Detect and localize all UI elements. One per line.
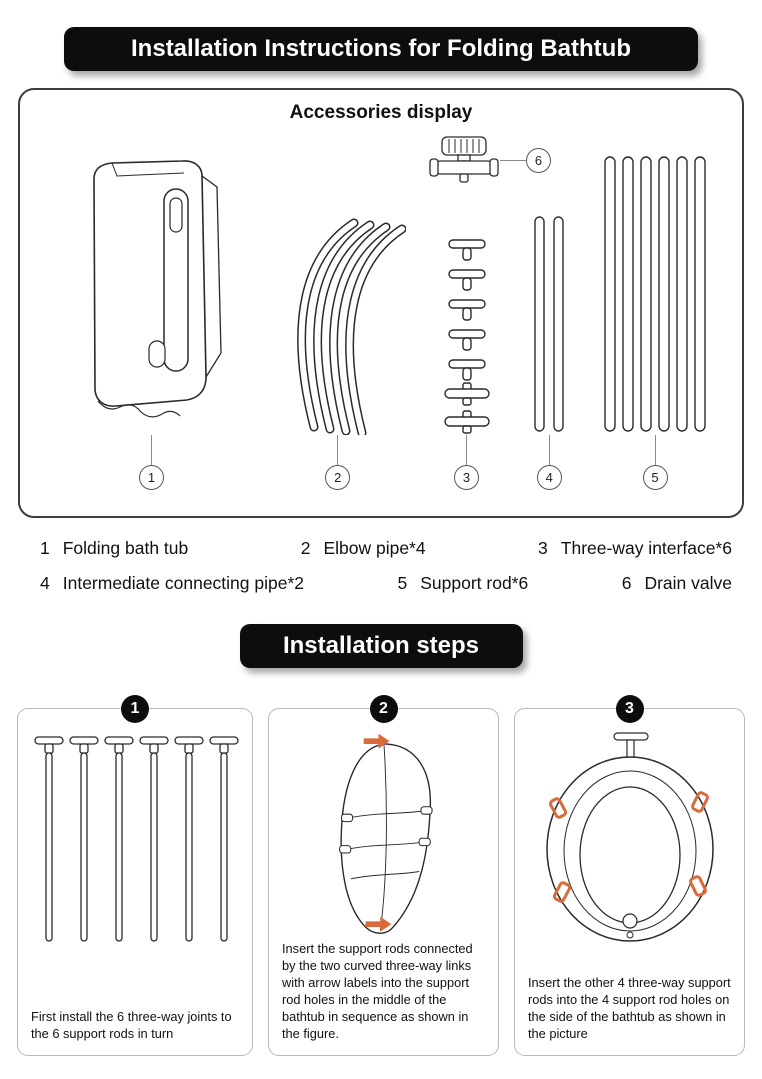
label-connector-line [151, 435, 152, 465]
accessory-three-way: 3 [437, 230, 497, 490]
accessory-drain-valve: 6 [428, 134, 551, 186]
label-connector-line [500, 159, 526, 161]
accessory-number-badge: 5 [642, 465, 668, 490]
label-connector-line [548, 435, 550, 465]
accessories-title: Accessories display [289, 102, 473, 123]
legend-item-5: 5 Support rod*6 [398, 573, 529, 594]
legend-number: 1 [40, 538, 50, 558]
elbow-pipes-diagram [296, 218, 406, 435]
legend-item-1: 1 Folding bath tub [40, 538, 188, 559]
page-title: Installation Instructions for Folding Ba… [131, 35, 631, 62]
accessory-number-badge: 3 [454, 465, 479, 490]
legend-label: Support rod*6 [420, 573, 529, 593]
legend-label: Intermediate connecting pipe*2 [62, 573, 305, 593]
legend-item-3: 3 Three-way interface*6 [538, 538, 732, 559]
label-connector-line [466, 435, 467, 465]
legend-item-2: 2 Elbow pipe*4 [301, 538, 426, 559]
installation-steps-banner: Installation steps [239, 624, 523, 668]
accessories-panel: Accessories display 1 [18, 88, 744, 518]
accessory-number-badge: 1 [139, 465, 164, 490]
accessory-bathtub: 1 [64, 155, 239, 490]
legend-item-6: 6 Drain valve [622, 573, 732, 594]
accessory-elbow-pipes: 2 [270, 217, 406, 490]
three-way-diagram [443, 239, 490, 434]
legend-number: 4 [40, 573, 50, 593]
legend-label: Folding bath tub [62, 538, 189, 558]
accessory-support-rods: 5 [602, 153, 708, 490]
legend-number: 6 [621, 573, 632, 593]
step-card-3: 3 Insert the other 4 three-way support r… [514, 695, 745, 1056]
step-caption: Insert the support rods connected by the… [282, 940, 473, 1041]
accessories-legend: 1 Folding bath tub 2 Elbow pipe*4 3 Thre… [40, 538, 732, 594]
steps-row: 1 First install the 6 three-way joints t… [17, 695, 745, 1056]
label-connector-line [654, 435, 656, 465]
step-card-2: 2 Insert the support rods connected by t… [268, 695, 499, 1056]
legend-row-2: 4 Intermediate connecting pipe*2 5 Suppo… [40, 573, 732, 594]
step1-diagram [34, 736, 239, 942]
bathtub-diagram [93, 160, 222, 418]
step-number-badge: 3 [615, 695, 644, 723]
step-card-1: 1 First install the 6 three-way joints t… [17, 695, 253, 1056]
accessory-number-badge: 4 [536, 465, 562, 490]
step3-diagram [545, 732, 714, 942]
legend-label: Three-way interface*6 [560, 538, 732, 558]
legend-row-1: 1 Folding bath tub 2 Elbow pipe*4 3 Thre… [40, 538, 732, 559]
drain-valve-diagram [429, 136, 499, 183]
legend-item-4: 4 Intermediate connecting pipe*2 [40, 573, 304, 594]
legend-number: 5 [397, 573, 408, 593]
step-caption: First install the 6 three-way joints to … [31, 1008, 232, 1041]
accessory-number-badge: 6 [526, 147, 551, 173]
accessory-number-badge: 2 [325, 465, 351, 490]
label-connector-line [337, 435, 339, 465]
accessory-intermediate-pipes: 4 [527, 213, 571, 490]
installation-steps-title: Installation steps [282, 632, 480, 659]
legend-number: 3 [538, 538, 548, 558]
intermediate-pipes-diagram [534, 216, 564, 432]
legend-label: Elbow pipe*4 [323, 538, 426, 558]
step-number-badge: 2 [369, 695, 398, 723]
step-number-badge: 1 [121, 695, 149, 723]
page-title-banner: Installation Instructions for Folding Ba… [64, 27, 698, 71]
legend-label: Drain valve [644, 573, 732, 593]
support-rods-diagram [604, 156, 706, 432]
step2-diagram [338, 733, 433, 934]
legend-number: 2 [300, 538, 311, 558]
step-caption: Insert the other 4 three-way support rod… [528, 974, 731, 1041]
accessories-diagram-row: 1 [20, 124, 742, 504]
